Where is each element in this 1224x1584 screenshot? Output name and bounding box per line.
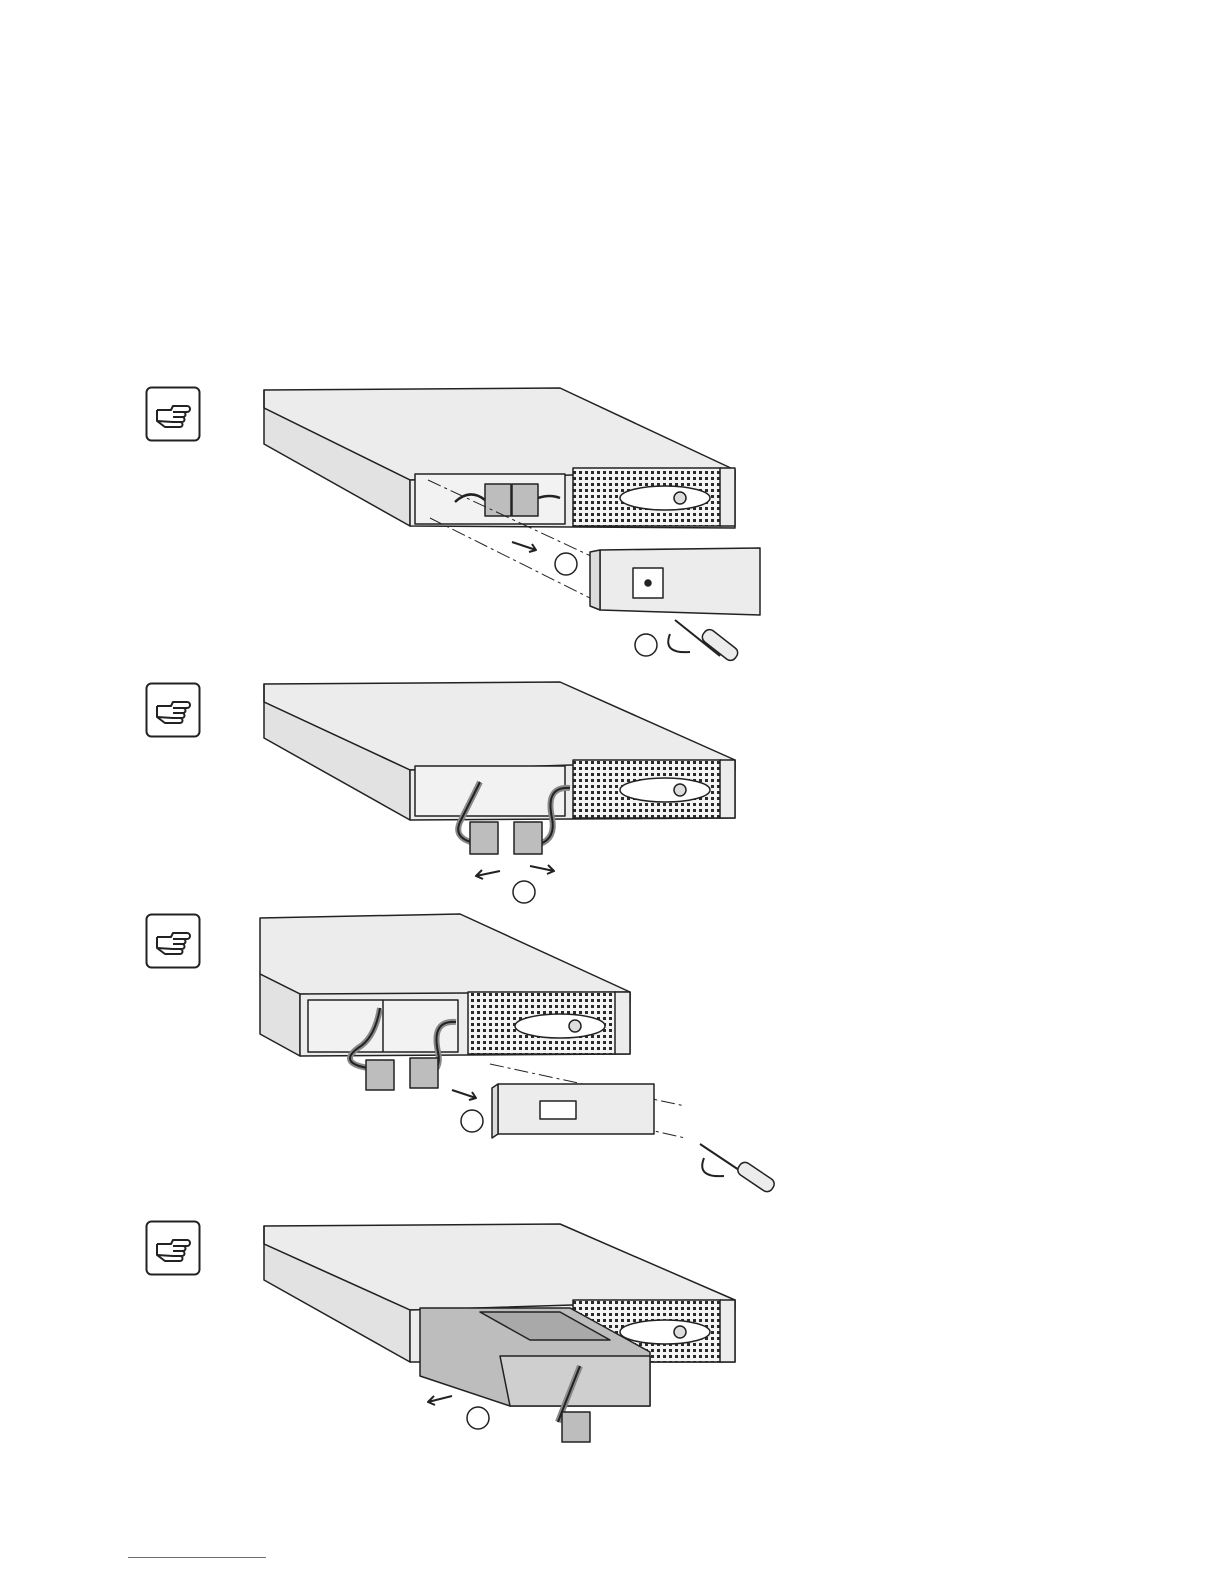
step-4-illustration: [230, 1216, 810, 1456]
pointing-hand-icon: [145, 682, 201, 738]
step-1-illustration: [230, 380, 810, 680]
step-2-illustration: [230, 676, 810, 916]
pointing-hand-icon: [145, 913, 201, 969]
pointing-hand-icon: [145, 386, 201, 442]
footer-rule: [128, 1557, 266, 1558]
pointing-hand-icon: [145, 1220, 201, 1276]
step-3-illustration: [230, 908, 810, 1208]
